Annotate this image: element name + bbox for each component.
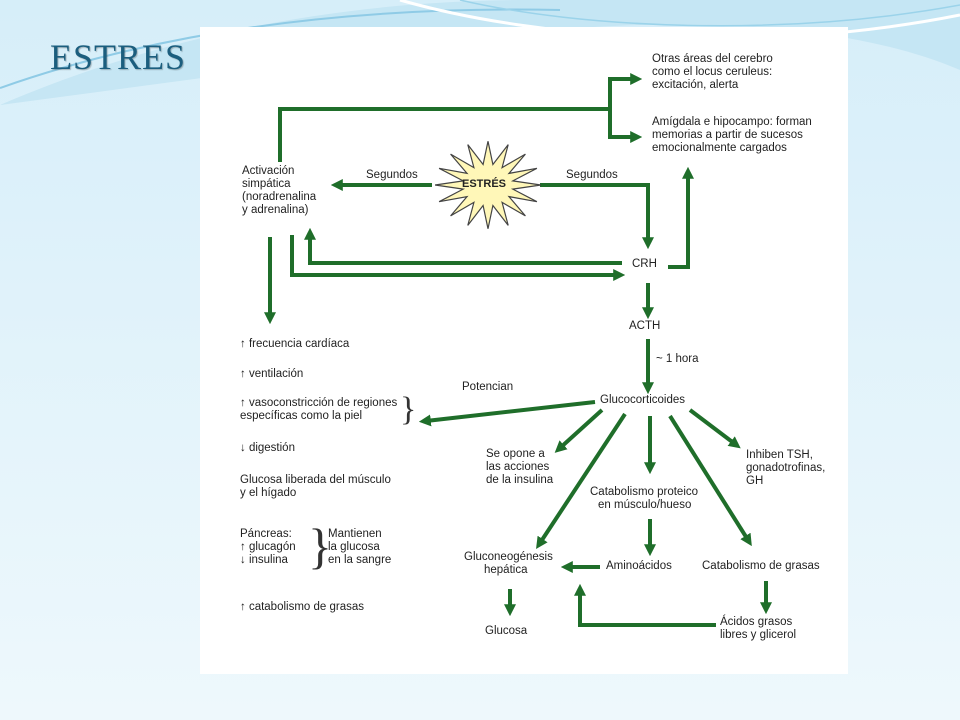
fatty-acids-line: libres y glicerol bbox=[720, 629, 797, 641]
effect-vasoconstriction-line: específicas como la piel bbox=[240, 410, 363, 422]
arrow-sympathetic-loop bbox=[278, 107, 610, 162]
arrow-to-fat-catabolism bbox=[668, 414, 752, 547]
slide-title: ESTRES bbox=[50, 37, 187, 77]
glucocorticoids-label: Glucocorticoides bbox=[600, 394, 686, 406]
stress-label: ESTRÉS bbox=[462, 178, 507, 190]
effect-pancreas-line: Páncreas: bbox=[240, 528, 292, 540]
glucose-label: Glucosa bbox=[485, 625, 528, 637]
sympathetic-line: Activación bbox=[242, 165, 295, 177]
arrow-crh-to-sympathetic bbox=[304, 227, 622, 265]
inhibit-line: Inhiben TSH, bbox=[746, 449, 813, 461]
swoosh-decoration bbox=[0, 0, 960, 105]
amino-acids-label: Aminoácidos bbox=[606, 560, 672, 572]
gluconeogenesis-line: Gluconeogénesis bbox=[464, 551, 553, 563]
effect-pancreas-line: ↑ glucagón bbox=[240, 541, 296, 553]
effect-glucose-released-line: y el hígado bbox=[240, 487, 297, 499]
effect-fat-catabolism: ↑ catabolismo de grasas bbox=[240, 601, 365, 613]
arrow-sympathetic-to-crh bbox=[290, 235, 626, 281]
arrow-to-opposes-insulin bbox=[554, 408, 604, 453]
effect-digestion: ↓ digestión bbox=[240, 442, 295, 454]
opposes-insulin-line: las acciones bbox=[486, 461, 550, 473]
effect-glucose-released-line: Glucosa liberada del músculo bbox=[240, 474, 391, 486]
arrow-fatty-to-gluconeogenesis bbox=[574, 583, 716, 627]
effect-maintain-glucose-line: la glucosa bbox=[328, 541, 380, 553]
diagram-arrows bbox=[264, 73, 772, 627]
stress-response-diagram: ESTRÉS Segundos Segundos Activación simp… bbox=[200, 27, 848, 674]
acth-label: ACTH bbox=[629, 320, 661, 332]
arrow-to-amygdala bbox=[608, 109, 643, 143]
amygdala-line: emocionalmente cargados bbox=[652, 142, 787, 154]
gluconeogenesis-line: hepática bbox=[484, 564, 528, 576]
amygdala-line: Amígdala e hipocampo: forman bbox=[652, 116, 812, 128]
arrow-to-gluconeogenesis bbox=[536, 412, 627, 550]
sympathetic-line: y adrenalina) bbox=[242, 204, 309, 216]
arrow-stress-to-crh bbox=[540, 183, 654, 250]
sympathetic-line: (noradrenalina bbox=[242, 191, 317, 203]
inhibit-line: GH bbox=[746, 475, 764, 487]
opposes-insulin-line: de la insulina bbox=[486, 474, 554, 486]
fatty-acids-line: Ácidos grasos bbox=[720, 616, 793, 628]
effect-maintain-glucose-line: Mantienen bbox=[328, 528, 382, 540]
vasoconstriction-brace: } bbox=[400, 391, 417, 428]
sympathetic-line: simpática bbox=[242, 178, 291, 190]
effect-ventilation: ↑ ventilación bbox=[240, 368, 304, 380]
effect-heart-rate: ↑ frecuencia cardíaca bbox=[240, 338, 350, 350]
arrow-to-other-brain bbox=[608, 73, 643, 109]
fat-catabolism-label: Catabolismo de grasas bbox=[702, 560, 820, 572]
amygdala-line: memorias a partir de sucesos bbox=[652, 129, 803, 141]
arrow-potentiate bbox=[418, 400, 596, 427]
arrow-crh-to-brain bbox=[668, 166, 694, 269]
other-brain-line: excitación, alerta bbox=[652, 79, 739, 91]
seconds-right-label: Segundos bbox=[566, 169, 618, 181]
arrow-to-inhibit bbox=[688, 408, 741, 449]
effect-maintain-glucose-line: en la sangre bbox=[328, 554, 392, 566]
protein-catabolism-line: Catabolismo proteico bbox=[590, 486, 699, 498]
one-hour-label: ~ 1 hora bbox=[656, 353, 699, 365]
effect-pancreas-line: ↓ insulina bbox=[240, 554, 288, 566]
other-brain-line: como el locus ceruleus: bbox=[652, 66, 773, 78]
potentiate-label: Potencian bbox=[462, 381, 514, 393]
other-brain-line: Otras áreas del cerebro bbox=[652, 53, 773, 65]
pancreas-brace: } bbox=[308, 518, 332, 574]
effect-vasoconstriction-line: ↑ vasoconstricción de regiones bbox=[240, 397, 398, 409]
inhibit-line: gonadotrofinas, bbox=[746, 462, 826, 474]
crh-label: CRH bbox=[632, 258, 657, 270]
protein-catabolism-line: en músculo/hueso bbox=[598, 499, 692, 511]
stress-burst bbox=[435, 141, 541, 229]
seconds-left-label: Segundos bbox=[366, 169, 418, 181]
opposes-insulin-line: Se opone a bbox=[486, 448, 545, 460]
